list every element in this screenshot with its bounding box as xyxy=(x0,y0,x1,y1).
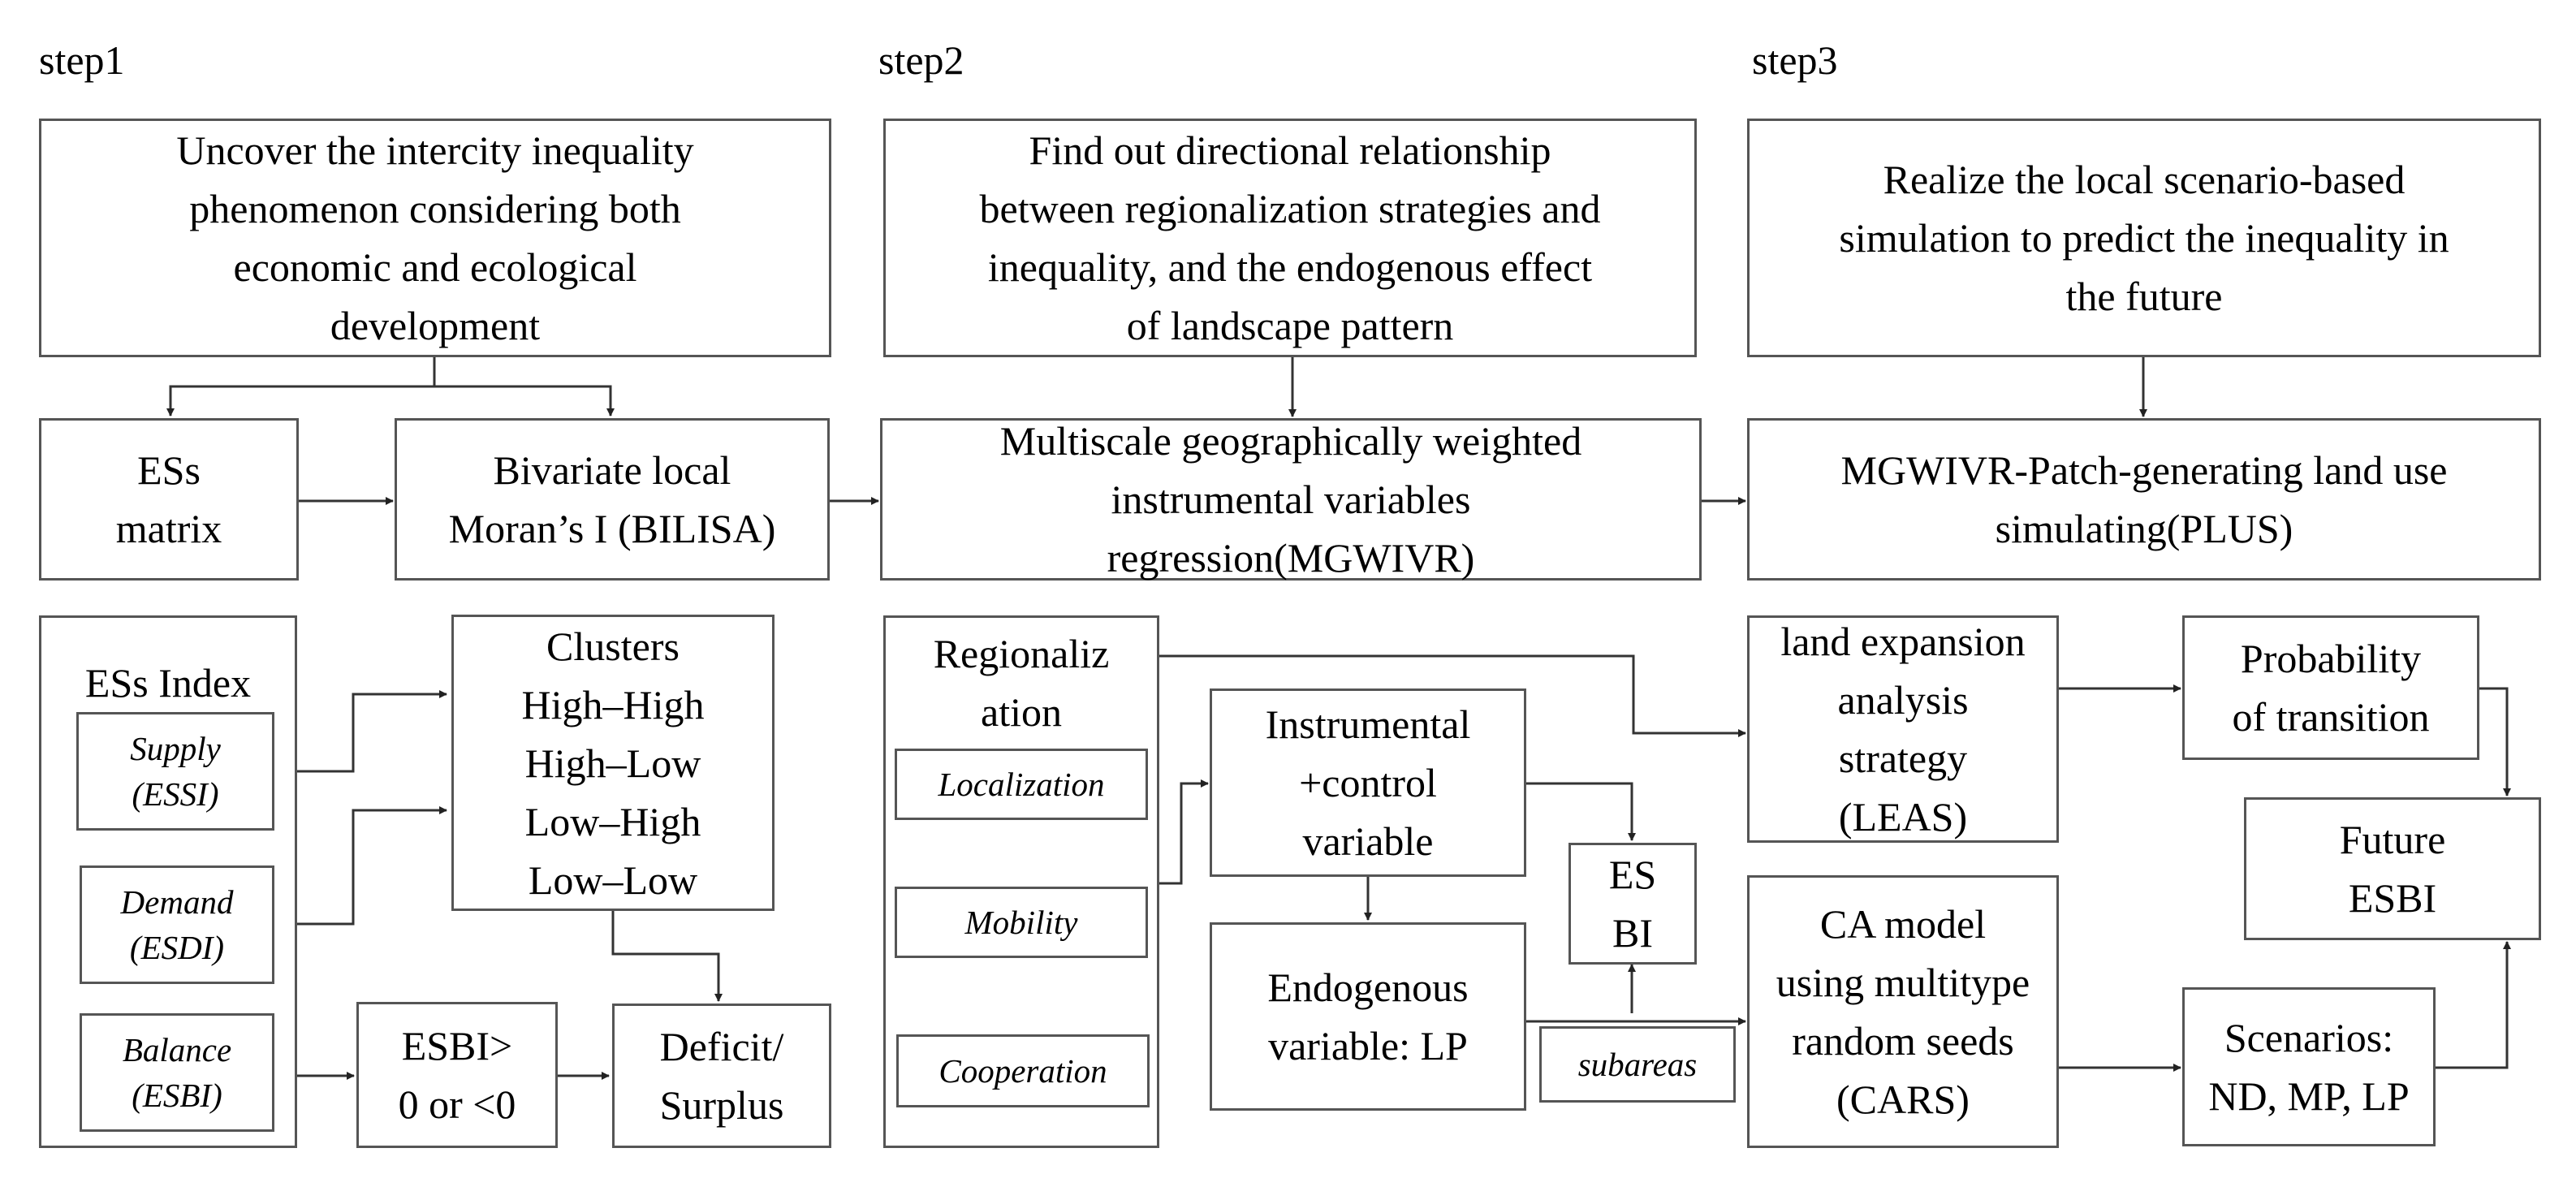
future-esbi-text: Future ESBI xyxy=(2339,817,2446,921)
mgwivr-plus-text: MGWIVR-Patch-generating land use simulat… xyxy=(1840,447,2448,551)
step2-label: step2 xyxy=(878,37,964,83)
arrow-regionalization-to-instrumental xyxy=(1159,779,1209,885)
balance-box: Balance (ESBI) xyxy=(80,1013,274,1132)
localization-text: Localization xyxy=(938,766,1105,803)
deficit-surplus-text: Deficit/ Surplus xyxy=(659,1024,784,1128)
instrumental-text: Instrumental +control variable xyxy=(1265,701,1471,864)
step1-label: step1 xyxy=(39,37,125,83)
bilisa-text: Bivariate local Moran’s I (BILISA) xyxy=(448,447,776,551)
arrow-clusters-to-deficit xyxy=(611,911,723,1002)
arrow-scenarios-to-future xyxy=(2436,941,2511,1069)
endogenous-box: Endogenous variable: LP xyxy=(1210,922,1526,1111)
endogenous-text: Endogenous variable: LP xyxy=(1267,965,1469,1068)
arrow-demand-to-clusters xyxy=(274,806,447,926)
ess-matrix-box: ESs matrix xyxy=(39,418,299,581)
cooperation-text: Cooperation xyxy=(938,1052,1107,1090)
arrow-instrumental-to-esbi xyxy=(1526,782,1636,841)
step3-goal-box: Realize the local scenario-based simulat… xyxy=(1747,119,2541,357)
mgwivr-text: Multiscale geographically weighted instr… xyxy=(999,418,1582,581)
mobility-text: Mobility xyxy=(964,904,1078,941)
balance-text: Balance (ESBI) xyxy=(122,1031,232,1114)
arrow-probability-to-future xyxy=(2479,687,2511,796)
cooperation-box: Cooperation xyxy=(896,1034,1150,1107)
probability-text: Probability of transition xyxy=(2232,636,2430,740)
scenarios-box: Scenarios: ND, MP, LP xyxy=(2182,987,2436,1146)
leas-box: land expansion analysis strategy (LEAS) xyxy=(1747,615,2059,843)
step1-goal-text: Uncover the intercity inequality phenome… xyxy=(176,127,694,348)
esbi-sign-text: ESBI> 0 or <0 xyxy=(398,1023,516,1127)
esbi-sign-box: ESBI> 0 or <0 xyxy=(356,1002,558,1148)
deficit-surplus-box: Deficit/ Surplus xyxy=(612,1004,831,1148)
esbi-box: ES BI xyxy=(1568,843,1697,965)
demand-text: Demand (ESDI) xyxy=(120,883,234,966)
supply-text: Supply (ESSI) xyxy=(130,730,221,813)
subareas-box: subareas xyxy=(1539,1026,1736,1103)
future-esbi-box: Future ESBI xyxy=(2244,797,2541,940)
clusters-box: Clusters High–High High–Low Low–High Low… xyxy=(451,615,775,911)
bilisa-box: Bivariate local Moran’s I (BILISA) xyxy=(395,418,830,581)
ess-matrix-text: ESs matrix xyxy=(115,447,222,551)
demand-box: Demand (ESDI) xyxy=(80,865,274,984)
ess-index-title: ESs Index xyxy=(84,660,252,706)
arrow-goal1-to-ess-matrix xyxy=(166,357,436,417)
subareas-text: subareas xyxy=(1577,1046,1698,1083)
step3-goal-text: Realize the local scenario-based simulat… xyxy=(1839,157,2449,319)
mobility-box: Mobility xyxy=(895,887,1148,958)
arrow-supply-to-clusters xyxy=(274,690,447,773)
cars-box: CA model using multitype random seeds (C… xyxy=(1747,875,2059,1148)
step3-label: step3 xyxy=(1752,37,1838,83)
instrumental-box: Instrumental +control variable xyxy=(1210,688,1526,877)
clusters-text: Clusters High–High High–Low Low–High Low… xyxy=(521,623,705,903)
mgwivr-box: Multiscale geographically weighted instr… xyxy=(880,418,1702,581)
scenarios-text: Scenarios: ND, MP, LP xyxy=(2208,1015,2410,1119)
leas-text: land expansion analysis strategy (LEAS) xyxy=(1780,619,2026,840)
step1-goal-box: Uncover the intercity inequality phenome… xyxy=(39,119,831,357)
regionalization-title: Regionaliz ation xyxy=(933,631,1110,735)
esbi-text: ES BI xyxy=(1608,852,1657,956)
mgwivr-plus-box: MGWIVR-Patch-generating land use simulat… xyxy=(1747,418,2541,581)
cars-text: CA model using multitype random seeds (C… xyxy=(1776,901,2030,1122)
step2-goal-text: Find out directional relationship betwee… xyxy=(979,127,1601,348)
arrow-goal1-to-bilisa xyxy=(434,385,615,417)
arrow-regionalization-to-leas xyxy=(1159,654,1746,737)
supply-box: Supply (ESSI) xyxy=(76,712,274,831)
probability-box: Probability of transition xyxy=(2182,615,2479,760)
localization-box: Localization xyxy=(895,749,1148,820)
step2-goal-box: Find out directional relationship betwee… xyxy=(883,119,1697,357)
